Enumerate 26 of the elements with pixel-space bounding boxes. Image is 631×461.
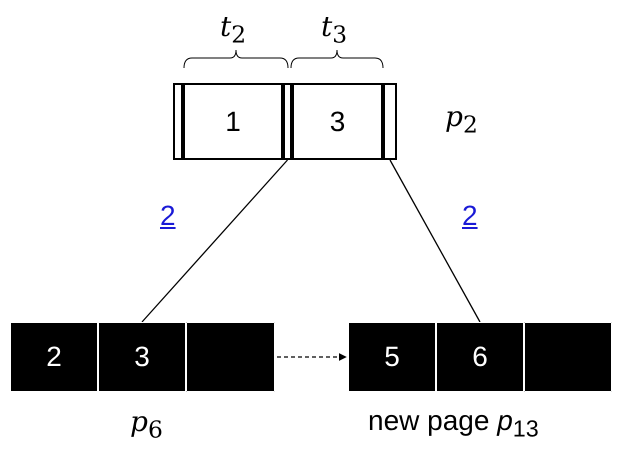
page-cell — [10, 322, 98, 392]
slot-label: t$_{2}$ — [220, 10, 246, 49]
page-box — [186, 322, 275, 392]
page-block — [10, 322, 275, 392]
pointer-slot — [283, 83, 292, 160]
slot-label: t$_{3}$ — [321, 10, 348, 49]
cell-value: 3 — [134, 341, 150, 373]
page-cell — [98, 322, 186, 392]
page-box — [524, 322, 612, 392]
pointer-slot — [383, 83, 397, 160]
pointer-slot — [173, 83, 183, 160]
cell-value: 1 — [225, 106, 241, 138]
page-label: p$_{6}$ — [130, 405, 163, 444]
page-cell — [292, 83, 383, 160]
page-label: p$_{2}$ — [445, 100, 478, 139]
page-cell — [183, 83, 283, 160]
cell-value: 2 — [46, 341, 62, 373]
page-label: new page p$_{13}$ — [368, 405, 539, 443]
cell-value: 6 — [472, 341, 488, 373]
page-box — [173, 83, 397, 160]
cell-value: 5 — [384, 341, 400, 373]
dashed-arrow — [277, 353, 347, 361]
page-cell — [348, 322, 436, 392]
page-block — [348, 322, 612, 392]
page-cell — [436, 322, 524, 392]
cell-value: 3 — [330, 106, 346, 138]
